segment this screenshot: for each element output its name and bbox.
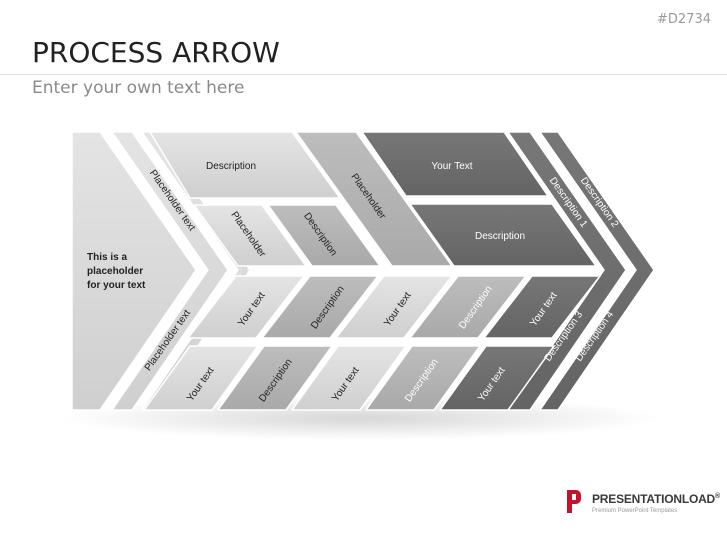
main-box-line-1: This is a [87, 252, 127, 263]
lower-bottom-box-1 [143, 345, 259, 411]
lower-bottom-box-5 [439, 345, 555, 411]
pair-right-box [267, 204, 381, 267]
top-mid-box [295, 131, 453, 267]
template-code: #D2734 [657, 12, 711, 27]
page-title: PROCESS ARROW [32, 36, 280, 69]
lower-bottom-box-4 [365, 345, 481, 411]
top-right-lower-label: Description [475, 231, 525, 242]
top-description-label: Description [206, 161, 256, 172]
top-right-lower-box [409, 203, 597, 267]
stripe-1 [111, 131, 229, 411]
chevron-1 [507, 131, 627, 411]
pair-left-box [193, 204, 307, 267]
lower-top-box-2 [261, 275, 379, 339]
brand-tagline: Premium PowerPoint Templates [592, 508, 678, 514]
top-right-upper-label: Your Text [431, 161, 472, 172]
lower-top-box-5 [483, 275, 601, 339]
brand-name: PRESENTATIONLOAD® [592, 492, 720, 506]
lower-bottom-box-3 [291, 345, 407, 411]
lower-top-box-3 [335, 275, 453, 339]
brand-text: PRESENTATIONLOAD [592, 492, 716, 506]
top-right-upper-box [361, 131, 549, 197]
chevron-2 [539, 131, 655, 411]
top-description-box [149, 131, 341, 199]
title-divider [0, 74, 727, 75]
presentationload-logo: PRESENTATIONLOAD® Premium PowerPoint Tem… [565, 487, 720, 527]
lower-top-box-1 [187, 275, 305, 339]
page-subtitle: Enter your own text here [32, 78, 245, 98]
brand-trademark: ® [715, 493, 720, 500]
watermark: © PRESENTATIONLOAD [232, 263, 393, 279]
lower-top-box-4 [409, 275, 527, 339]
main-box-line-2: placeholder [87, 266, 143, 277]
lower-bottom-box-2 [217, 345, 333, 411]
presentationload-logo-icon [567, 490, 581, 513]
main-arrow-box [71, 131, 197, 411]
main-box-line-3: for your text [87, 280, 146, 291]
